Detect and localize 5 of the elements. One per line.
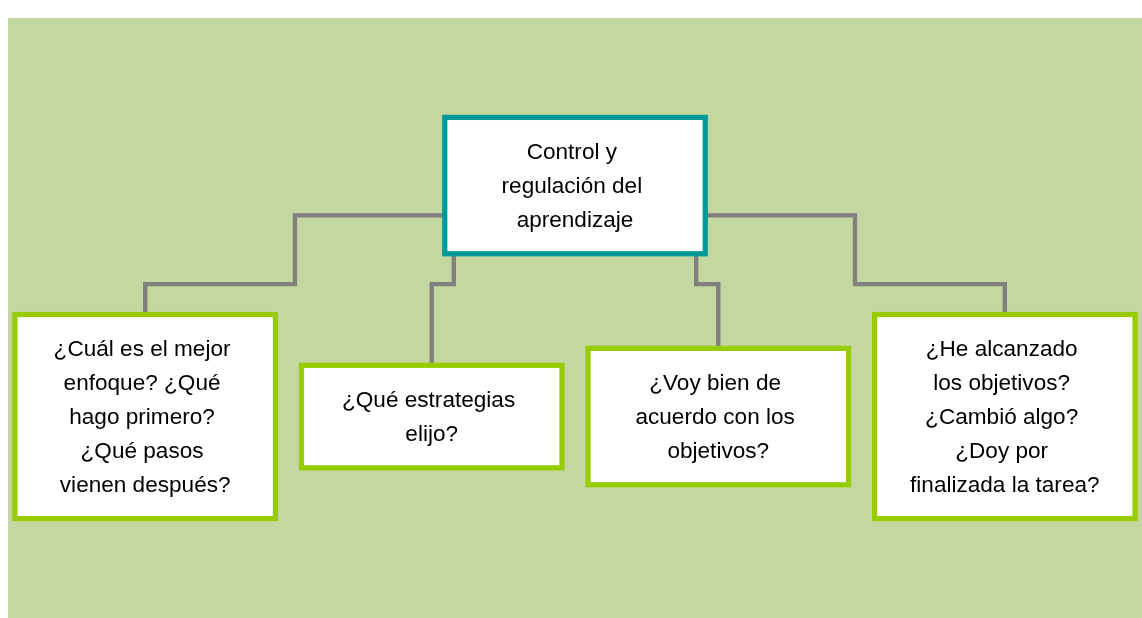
node-box: ¿He alcanzado los objetivos? ¿Cambió algo? ¿Doy por finalizada la tarea?	[871, 311, 1138, 522]
node-box: ¿Cuál es el mejor enfoque? ¿Qué hago primero? ¿Qué pasos vienen después?	[12, 311, 279, 522]
node-box: Control y regulación del aprendizaje	[442, 114, 708, 257]
node-box: ¿Voy bien de acuerdo con los objetivos?	[585, 345, 852, 488]
node-box: ¿Qué estrategias elijo?	[298, 362, 565, 471]
